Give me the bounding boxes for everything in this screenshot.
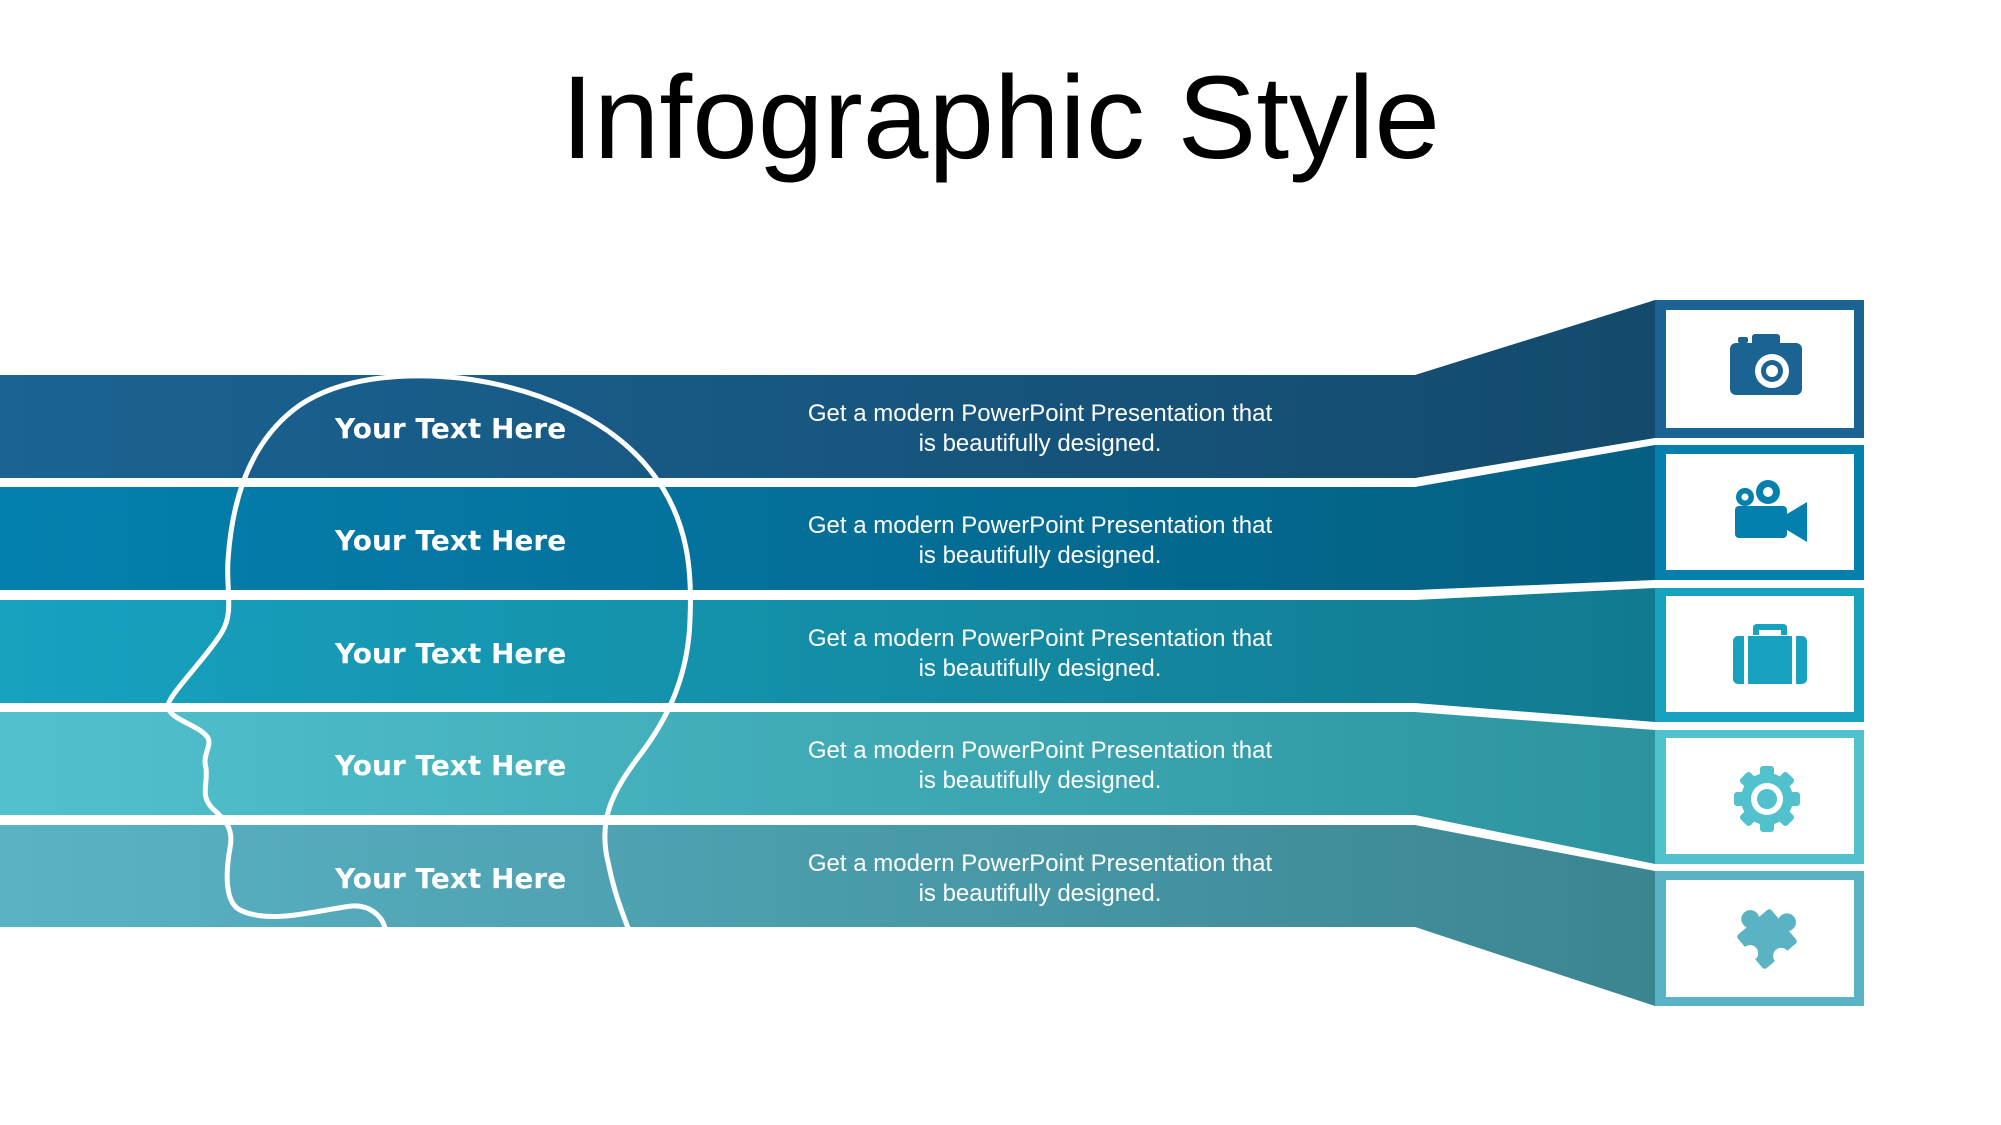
row-description-line-2: is beautifully designed.	[919, 430, 1162, 457]
band-shape	[0, 825, 1655, 1006]
row-description-line-1: Get a modern PowerPoint Presentation tha…	[808, 400, 1273, 427]
row-title: Your Text Here	[334, 524, 566, 557]
row-title: Your Text Here	[334, 862, 566, 895]
row-text-2: Your Text Here Get a modern PowerPoint P…	[334, 512, 1272, 569]
row-description-line-2: is beautifully designed.	[919, 542, 1162, 569]
head-outline	[165, 373, 694, 931]
row-description-line-2: is beautifully designed.	[919, 767, 1162, 794]
page-title: Infographic Style	[561, 52, 1440, 184]
row-text-5: Your Text Here Get a modern PowerPoint P…	[334, 850, 1272, 907]
row-description-line-1: Get a modern PowerPoint Presentation tha…	[808, 850, 1273, 877]
row-description-line-2: is beautifully designed.	[919, 880, 1162, 907]
gear-icon	[1734, 766, 1800, 832]
row-title: Your Text Here	[334, 637, 566, 670]
row-description-line-1: Get a modern PowerPoint Presentation tha…	[808, 625, 1273, 652]
row-description-line-1: Get a modern PowerPoint Presentation tha…	[808, 737, 1273, 764]
band-shape	[0, 300, 1655, 478]
band-shape	[0, 445, 1655, 590]
video-camera-icon	[1735, 480, 1807, 542]
briefcase-icon	[1733, 624, 1807, 684]
puzzle-piece-icon	[1737, 909, 1797, 969]
band-shape	[0, 712, 1655, 864]
row-description-line-1: Get a modern PowerPoint Presentation tha…	[808, 512, 1273, 539]
row-title: Your Text Here	[334, 749, 566, 782]
camera-icon	[1730, 334, 1802, 395]
row-text-4: Your Text Here Get a modern PowerPoint P…	[334, 737, 1272, 794]
row-description-line-2: is beautifully designed.	[919, 655, 1162, 682]
band-shape	[0, 588, 1655, 722]
row-text-1: Your Text Here Get a modern PowerPoint P…	[334, 400, 1272, 457]
row-text-3: Your Text Here Get a modern PowerPoint P…	[334, 625, 1272, 682]
row-title: Your Text Here	[334, 412, 566, 445]
